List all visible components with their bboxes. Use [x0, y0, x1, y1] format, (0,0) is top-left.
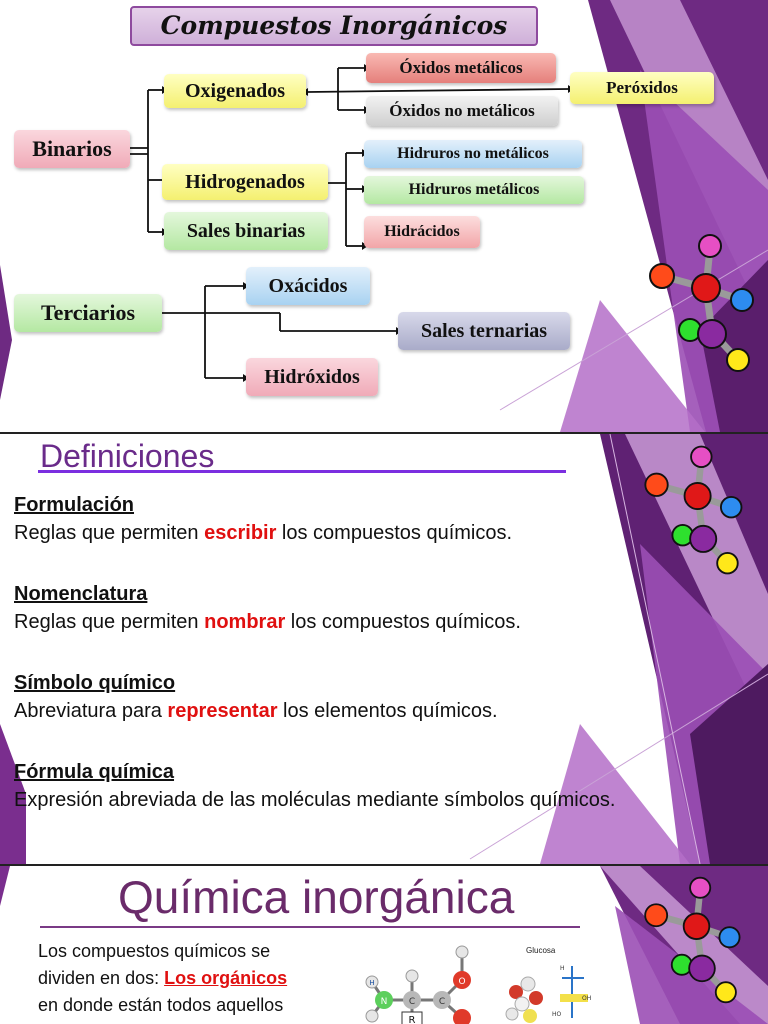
paragraph-text: dividen en dos: [38, 968, 165, 988]
definition-text: Reglas que permiten [14, 522, 205, 544]
definition-highlight: representar [167, 700, 278, 722]
slide-definiciones: Definiciones Formulación Reglas que perm… [0, 434, 768, 864]
title-underline [38, 470, 566, 473]
molecule-icon [644, 445, 743, 575]
glucose-icon: H OH HO [505, 965, 591, 1023]
atom-label-h: H [369, 979, 374, 987]
definition-simbolo-quimico: Símbolo químico Abreviatura para represe… [14, 672, 498, 723]
definition-term: Fórmula química [14, 761, 175, 783]
definition-term: Símbolo químico [14, 672, 176, 694]
intro-paragraph: Los compuestos químicos se dividen en do… [38, 938, 338, 1019]
atom-label-o: O [458, 977, 465, 987]
atom-label-c: C [439, 997, 445, 1007]
slide-compuestos-inorganicos: Compuestos Inorgánicos Binarios Oxigenad… [0, 0, 768, 432]
definition-text: Reglas que permiten [14, 611, 205, 633]
node-binarios: Binarios [14, 130, 130, 168]
quimica-inorganica-title: Química inorgánica [118, 871, 515, 923]
definition-term: Formulación [14, 494, 135, 516]
node-oxacidos: Oxácidos [246, 267, 370, 305]
paragraph-line: Los compuestos químicos se [38, 941, 271, 961]
paragraph-line: en donde están todos aquellos [38, 995, 284, 1015]
amino-acid-icon: N C C O H R [365, 945, 471, 1024]
definition-formulacion: Formulación Reglas que permiten escribir… [14, 494, 512, 545]
node-sales-ternarias: Sales ternarias [398, 312, 570, 350]
definition-highlight: escribir [204, 522, 277, 544]
atom-label-c: C [409, 997, 415, 1007]
node-hidroxidos: Hidróxidos [246, 358, 378, 396]
node-hidracidos: Hidrácidos [364, 216, 480, 248]
definitions-title: Definiciones [40, 438, 215, 474]
slide-separator [0, 864, 768, 866]
node-peroxidos: Peróxidos [570, 72, 714, 104]
definition-text: Abreviatura para [14, 700, 168, 722]
highlight-link-text: Los orgánicos [164, 968, 288, 988]
definition-formula-quimica: Fórmula química Expresión abreviada de l… [14, 761, 615, 812]
definition-text: Expresión abreviada de las moléculas med… [14, 789, 616, 811]
svg-text:HO: HO [552, 1011, 562, 1018]
definition-text: los compuestos químicos. [276, 522, 513, 544]
diagram-title: Compuestos Inorgánicos [130, 6, 538, 46]
atom-label-n: N [381, 997, 388, 1007]
node-terciarios: Terciarios [14, 294, 162, 332]
slide-quimica-inorganica: Química inorgánica Los compuestos químic… [0, 866, 768, 1024]
title-underline [40, 926, 580, 928]
node-hidruros-no-metalicos: Hidruros no metálicos [364, 140, 582, 168]
definition-term: Nomenclatura [14, 583, 148, 605]
node-oxidos-no-metalicos: Óxidos no metálicos [366, 96, 558, 126]
slide-separator [0, 432, 768, 434]
definition-highlight: nombrar [204, 611, 286, 633]
svg-text:OH: OH [582, 995, 591, 1002]
definition-text: los elementos químicos. [277, 700, 498, 722]
molecule-icon [644, 876, 741, 1004]
node-oxidos-metalicos: Óxidos metálicos [366, 53, 556, 83]
definition-nomenclatura: Nomenclatura Reglas que permiten nombrar… [14, 583, 521, 634]
definition-text: los compuestos químicos. [285, 611, 521, 633]
svg-text:H: H [560, 965, 565, 972]
node-sales-binarias: Sales binarias [164, 212, 328, 250]
node-hidruros-metalicos: Hidruros metálicos [364, 176, 584, 204]
node-hidrogenados: Hidrogenados [162, 164, 328, 200]
radical-label-r: R [409, 1015, 416, 1024]
molecule-icon [649, 234, 754, 372]
node-oxigenados: Oxigenados [164, 74, 306, 108]
glucosa-label: Glucosa [526, 946, 556, 955]
paragraph-line: dividen en dos: Los orgánicos [38, 965, 338, 992]
